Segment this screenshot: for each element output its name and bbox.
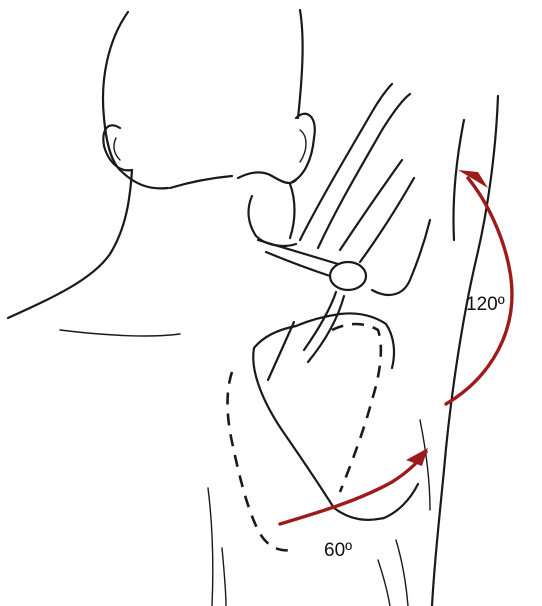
scapula-raised — [253, 292, 418, 520]
angle-label-60: 60º — [324, 540, 352, 561]
clavicle — [258, 240, 366, 290]
left-ear — [103, 125, 132, 170]
torso-contours — [60, 330, 430, 606]
angle-label-120: 120º — [466, 294, 505, 315]
neck-trapezius — [8, 170, 296, 318]
right-ear — [292, 114, 315, 182]
raised-arm — [300, 84, 498, 606]
head-outline — [103, 10, 303, 188]
